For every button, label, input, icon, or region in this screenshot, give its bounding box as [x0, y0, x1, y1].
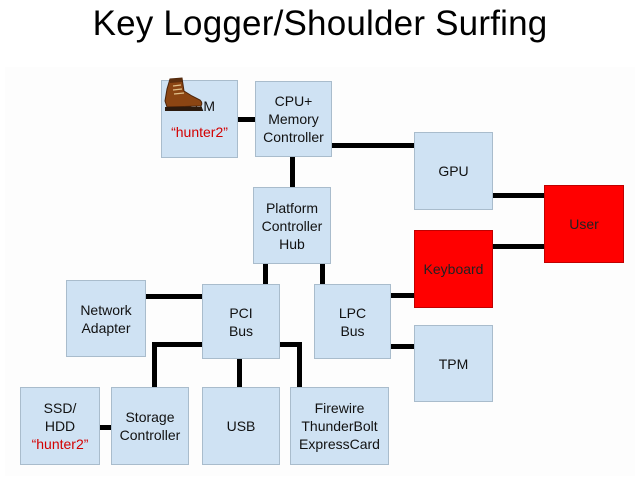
tpm-box: TPM	[414, 325, 493, 402]
ssd-hdd-box: SSD/ HDD “hunter2”	[20, 387, 100, 465]
connector-cpu-gpu	[331, 143, 415, 148]
usb-box: USB	[202, 387, 280, 465]
connector-pci-firewire-h	[279, 342, 302, 347]
cpu-memory-controller-box: CPU+ Memory Controller	[255, 81, 332, 157]
pci-label-line-2: Bus	[228, 322, 254, 339]
lpc-bus-box: LPC Bus	[314, 284, 391, 359]
gpu-label: GPU	[438, 163, 469, 179]
network-label-line-1: Network	[80, 301, 132, 318]
connector-gpu-user	[492, 193, 545, 198]
connector-pci-firewire-v	[297, 342, 302, 388]
connector-pci-storage-v	[152, 342, 157, 388]
connector-ram-cpu	[237, 117, 255, 122]
cpu-label-line-3: Controller	[263, 129, 324, 145]
tpm-label: TPM	[438, 355, 469, 372]
network-label-line-2: Adapter	[81, 319, 131, 336]
cpu-label-line-2: Memory	[268, 111, 319, 127]
pci-bus-box: PCI Bus	[202, 284, 280, 359]
ssd-password-text: “hunter2”	[31, 436, 89, 452]
pch-label-line-3: Hub	[279, 235, 305, 252]
firewire-label-line-1: Firewire	[314, 400, 365, 416]
slide-title: Key Logger/Shoulder Surfing	[92, 4, 548, 43]
storage-controller-box: Storage Controller	[111, 387, 189, 465]
pci-label-line-1: PCI	[229, 304, 253, 321]
keyboard-label: Keyboard	[423, 261, 484, 277]
connector-lpc-tpm	[390, 344, 415, 349]
firewire-label-line-3: ExpressCard	[299, 436, 380, 452]
connector-lpc-keyboard	[390, 293, 415, 298]
ssd-label-line-2: HDD	[44, 418, 76, 434]
storage-label-line-2: Controller	[119, 427, 181, 443]
connector-cpu-pch	[290, 156, 295, 188]
connector-pch-lpc	[320, 263, 325, 285]
firewire-thunderbolt-expresscard-box: Firewire ThunderBolt ExpressCard	[290, 387, 389, 465]
connector-pch-pci	[263, 263, 268, 285]
pch-label-line-2: Controller	[261, 217, 323, 234]
connector-pci-usb	[237, 358, 242, 388]
connector-pci-storage-h	[152, 342, 203, 347]
keyboard-box: Keyboard	[414, 230, 493, 308]
ssd-label-line-1: SSD/	[43, 400, 77, 416]
user-label: User	[569, 216, 599, 232]
network-adapter-box: Network Adapter	[66, 280, 146, 357]
storage-label-line-1: Storage	[125, 409, 175, 425]
connector-keyboard-user	[492, 244, 545, 249]
ram-password-text: “hunter2”	[171, 124, 228, 140]
cpu-label-line-1: CPU+	[274, 93, 313, 109]
usb-label: USB	[226, 418, 256, 434]
lpc-label-line-1: LPC	[338, 304, 367, 321]
connector-network-pci	[145, 294, 203, 299]
firewire-label-line-2: ThunderBolt	[301, 418, 378, 434]
lpc-label-line-2: Bus	[340, 322, 365, 339]
hiking-boot-icon	[164, 77, 203, 111]
connector-ssd-storage	[99, 425, 112, 430]
user-box: User	[544, 185, 624, 263]
platform-controller-hub-box: Platform Controller Hub	[253, 187, 331, 264]
gpu-box: GPU	[414, 132, 493, 210]
pch-label-line-1: Platform	[265, 199, 319, 216]
